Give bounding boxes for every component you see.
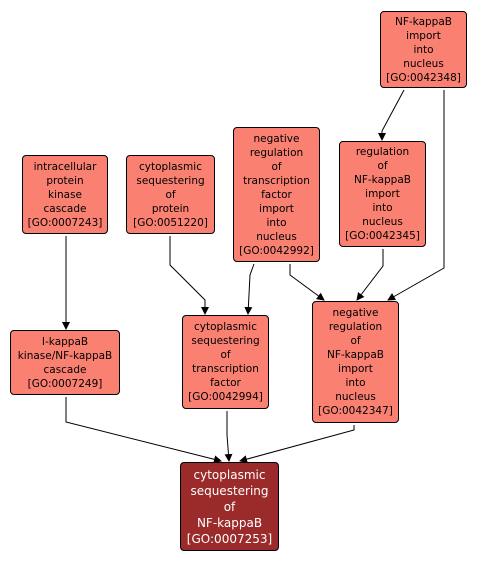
node-go-0007249[interactable]: I-kappaB kinase/NF-kappaB cascade [GO:00… (10, 330, 120, 395)
node-label-line: transcription (243, 174, 310, 187)
node-go-id: [GO:0007249] (27, 377, 103, 390)
node-label-line: negative (332, 307, 379, 319)
node-label-line: kinase/NF-kappaB (17, 349, 113, 362)
node-go-0007253[interactable]: cytoplasmic sequestering of NF-kappaB [G… (180, 462, 279, 551)
node-go-id: [GO:0042345] (345, 230, 420, 242)
node-label-line: import (259, 202, 294, 215)
node-label-line: nucleus (335, 391, 376, 403)
node-go-0007243[interactable]: intracellular protein kinase cascade [GO… (22, 155, 108, 234)
node-go-id: [GO:0007253] (186, 531, 273, 546)
edge-n0042348-to-n0042345 (378, 89, 405, 141)
node-go-0042345[interactable]: regulation of NF-kappaB import into nucl… (339, 141, 426, 247)
node-label-line: transcription (192, 363, 259, 375)
node-label-line: NF-kappaB (395, 15, 452, 28)
node-label-line: factor (261, 188, 292, 201)
node-label-line: protein (46, 174, 84, 187)
node-label-line: protein (151, 202, 190, 215)
edge-n0042345-to-n0042347 (356, 249, 384, 301)
node-label-line: nucleus (403, 57, 444, 70)
edge-n0042994-to-n0007253 (224, 411, 233, 462)
node-label-line: sequestering (191, 335, 260, 347)
node-label-line: nucleus (256, 230, 297, 243)
node-label-line: regulation (328, 321, 383, 333)
node-label-line: into (266, 216, 287, 229)
node-go-0042348[interactable]: NF-kappaB import into nucleus [GO:004234… (380, 11, 467, 88)
node-label-line: into (345, 377, 366, 389)
node-label-line: cascade (43, 202, 87, 215)
node-label-line: of (220, 349, 231, 361)
edge-n0007249-to-n0007253 (65, 397, 222, 464)
edge-n0042348-to-n0042347 (387, 90, 445, 301)
node-label-line: of (350, 335, 361, 347)
node-go-0042347[interactable]: negative regulation of NF-kappaB import … (312, 301, 399, 423)
node-label-line: of (271, 160, 282, 173)
node-label-line: of (223, 499, 236, 514)
node-go-id: [GO:0007243] (27, 216, 103, 229)
node-label-line: negative (253, 132, 300, 145)
node-label-line: regulation (249, 146, 304, 159)
node-go-id: [GO:0042994] (188, 391, 263, 403)
node-go-id: [GO:0042347] (318, 405, 393, 417)
node-label-line: factor (210, 377, 241, 389)
node-label-line: cytoplasmic (139, 160, 202, 173)
edge-n0042992-to-n0042994 (244, 263, 255, 315)
node-label-line: of (165, 188, 176, 201)
node-label-line: import (338, 363, 373, 375)
edge-n0051220-to-n0042994 (169, 236, 209, 315)
node-label-line: sequestering (136, 174, 205, 187)
node-go-id: [GO:0042348] (386, 71, 461, 84)
node-label-line: import (365, 188, 400, 200)
node-label-line: NF-kappaB (354, 174, 411, 186)
node-go-id: [GO:0051220] (133, 216, 208, 229)
node-label-line: kinase (47, 188, 83, 201)
node-go-id: [GO:0042992] (239, 244, 314, 257)
edge-n0042347-to-n0007253 (239, 425, 355, 464)
edge-n0042992-to-n0042347 (289, 264, 325, 301)
node-label-line: cytoplasmic (194, 321, 257, 333)
node-label-line: of (377, 160, 388, 172)
node-label-line: NF-kappaB (327, 349, 384, 361)
node-label-line: nucleus (362, 216, 403, 228)
node-label-line: import (406, 29, 441, 42)
node-label-line: sequestering (190, 483, 269, 498)
node-label-line: regulation (355, 146, 410, 158)
node-label-line: into (372, 202, 393, 214)
node-label-line: I-kappaB (41, 335, 89, 348)
node-label-line: cytoplasmic (193, 467, 266, 482)
node-go-0042992[interactable]: negative regulation of transcription fac… (233, 127, 320, 262)
node-label-line: intracellular (33, 160, 97, 173)
node-label-line: cascade (43, 363, 87, 376)
node-label-line: into (413, 43, 434, 56)
node-go-0051220[interactable]: cytoplasmic sequestering of protein [GO:… (126, 155, 215, 234)
node-go-0042994[interactable]: cytoplasmic sequestering of transcriptio… (182, 315, 269, 409)
node-label-line: NF-kappaB (196, 515, 263, 530)
